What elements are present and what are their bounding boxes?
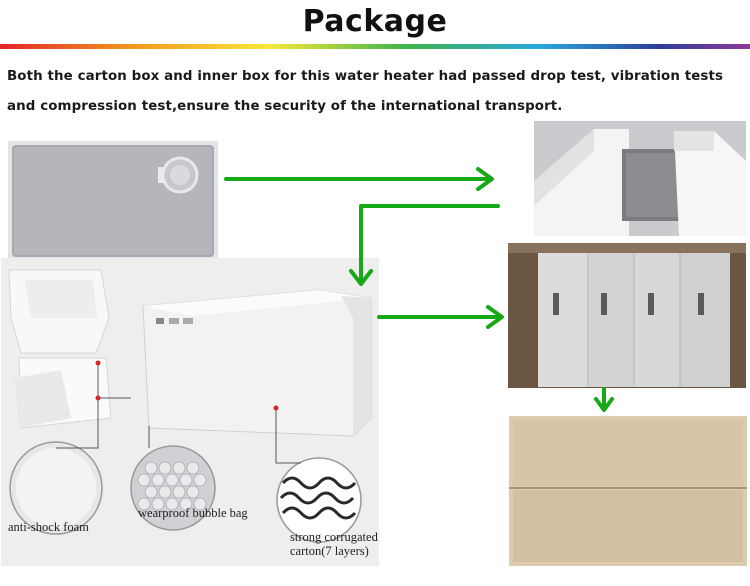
arrow-right-icon-2 (377, 305, 504, 329)
water-heater-photo (8, 141, 218, 262)
arrow-down-icon-2 (594, 387, 614, 412)
arrow-down-icon-1 (349, 204, 500, 286)
carton-label-line2: carton(7 layers) (290, 544, 369, 558)
package-description: Both the carton box and inner box for th… (7, 69, 724, 114)
bubble-bag-label: wearproof bubble bag (138, 506, 248, 520)
packaging-components-photo (1, 258, 379, 566)
packed-cartons-photo (508, 243, 746, 388)
carton-label-line1: strong corrugated (290, 530, 378, 544)
inner-box-foam-photo (534, 121, 746, 236)
page-title: Package (302, 4, 448, 39)
foam-label: anti-shock foam (8, 520, 89, 534)
arrow-right-icon-1 (224, 167, 494, 191)
closed-carton-photo (509, 416, 747, 566)
rainbow-divider (0, 44, 750, 49)
